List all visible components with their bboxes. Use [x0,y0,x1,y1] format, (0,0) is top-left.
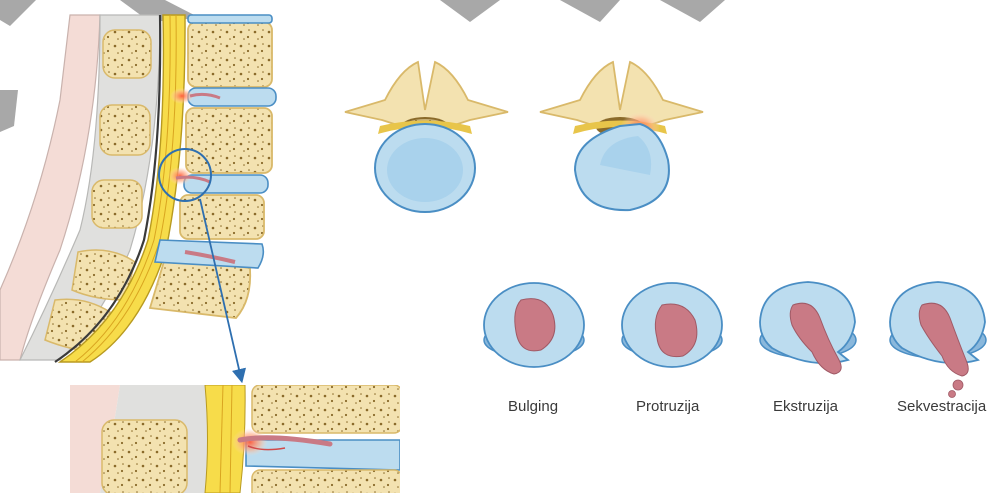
label-bulging: Bulging [508,398,558,415]
label-protrusion: Protruzija [636,398,699,415]
lumbar-spine-sagittal [0,15,276,362]
stage-disc-bulging [484,283,584,367]
axial-vertebra-normal [345,62,508,212]
axial-vertebra-herniated [540,62,703,210]
label-sequestration: Sekvestracija [897,398,986,415]
zoomed-detail [70,385,402,493]
stage-disc-sequestration [890,282,986,398]
stage-disc-protrusion [622,283,722,367]
label-extrusion: Ekstruzija [773,398,838,415]
stage-disc-extrusion [760,282,856,374]
